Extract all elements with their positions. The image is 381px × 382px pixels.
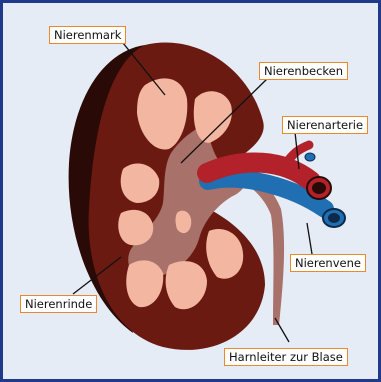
- label-nierenbecken: Nierenbecken: [259, 62, 348, 80]
- kidney-diagram: [3, 3, 378, 379]
- renal-vein-lumen: [328, 213, 340, 223]
- label-nierenarterie: Nierenarterie: [282, 116, 368, 134]
- leader-nierenvene: [307, 223, 312, 254]
- leader-harnleiter: [275, 318, 289, 342]
- label-nierenvene: Nierenvene: [290, 254, 366, 272]
- label-nierenrinde: Nierenrinde: [20, 295, 97, 313]
- label-harnleiter: Harnleiter zur Blase: [224, 348, 348, 366]
- artery-branch-opening: [305, 153, 315, 161]
- renal-artery-lumen: [312, 182, 326, 194]
- label-nierenmark: Nierenmark: [49, 26, 126, 44]
